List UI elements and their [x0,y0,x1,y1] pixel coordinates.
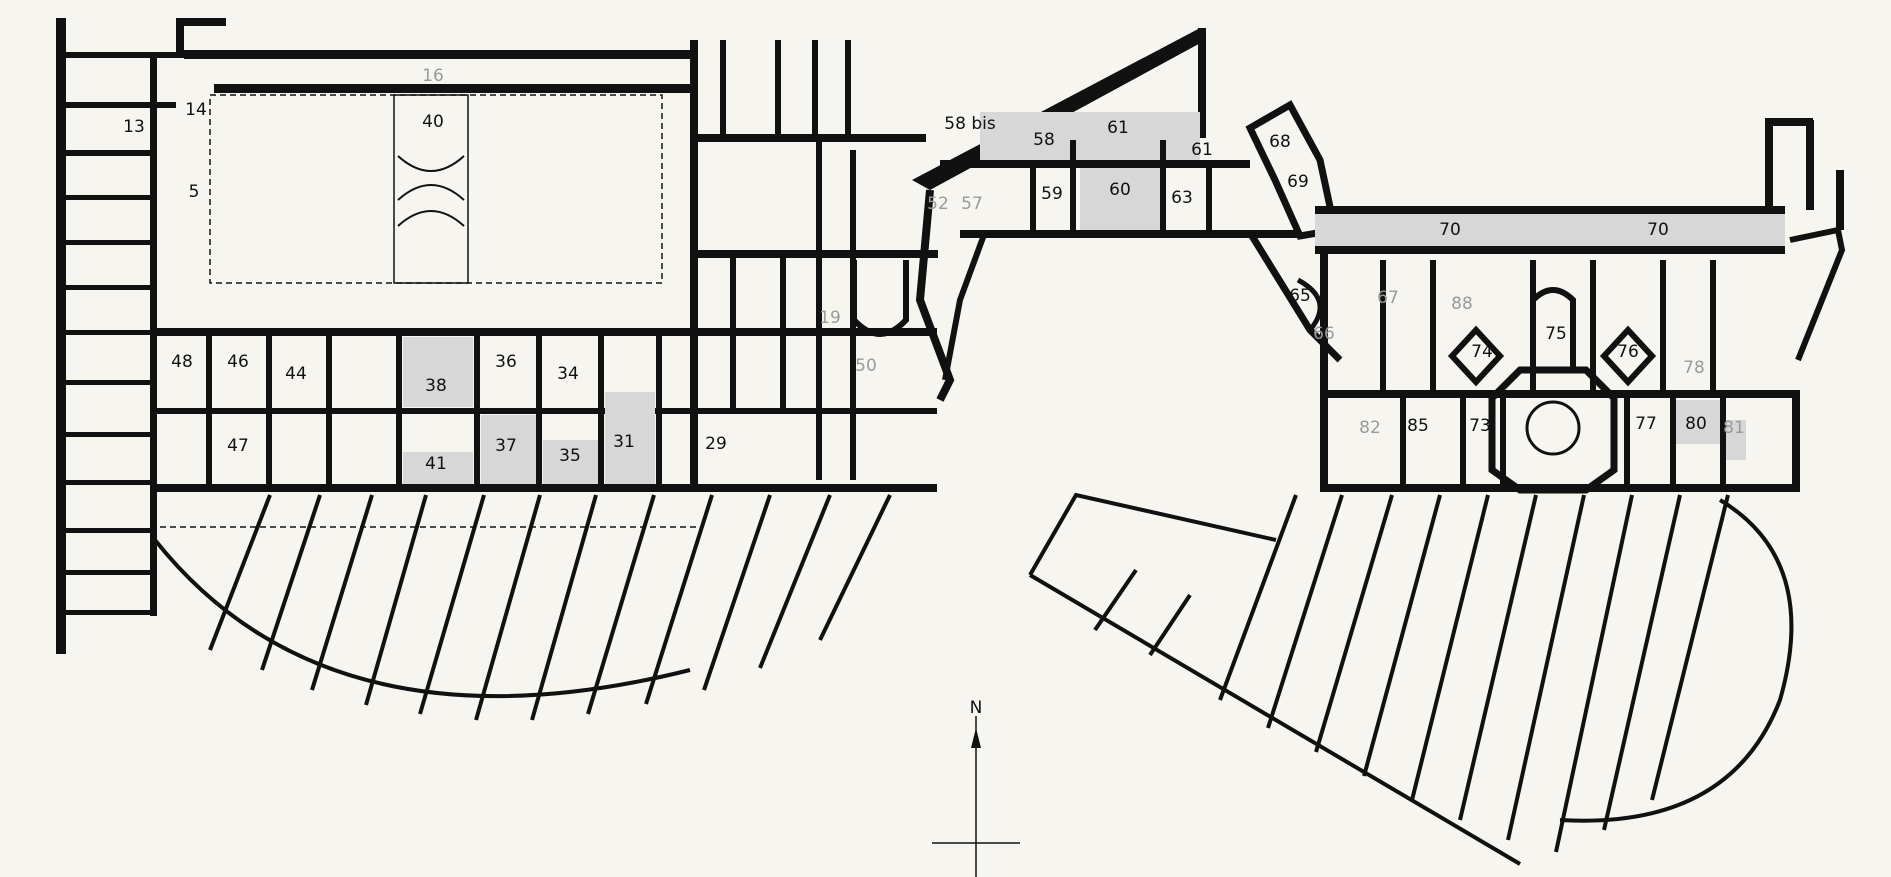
room-label-66: 66 [1313,324,1335,344]
room-label-61-b: 61 [1191,140,1213,160]
room-label-46: 46 [227,352,249,372]
west-wing [56,18,938,721]
room-label-34: 34 [557,364,579,384]
room-label-63: 63 [1171,188,1193,208]
room-label-37: 37 [495,436,517,456]
room-label-68: 68 [1269,132,1291,152]
room-label-67: 67 [1377,288,1399,308]
room-label-70-b: 70 [1647,220,1669,240]
room-label-48: 48 [171,352,193,372]
room-label-60: 60 [1109,180,1131,200]
room-label-74: 74 [1471,342,1493,362]
room-label-76: 76 [1617,342,1639,362]
room-label-41: 41 [425,454,447,474]
room-label-36: 36 [495,352,517,372]
room-label-35: 35 [559,446,581,466]
room-label-38: 38 [425,376,447,396]
room-label-16: 16 [422,66,444,86]
room-label-29: 29 [705,434,727,454]
room-label-85: 85 [1407,416,1429,436]
room-label-31: 31 [613,432,635,452]
room-label-80: 80 [1685,414,1707,434]
north-arrow: N [932,698,1020,877]
north-label: N [970,698,983,718]
room-label-61-a: 61 [1107,118,1129,138]
room-label-44: 44 [285,364,307,384]
room-label-58: 58 [1033,130,1055,150]
room-label-65: 65 [1289,286,1311,306]
room-label-77: 77 [1635,414,1657,434]
room-label-78: 78 [1683,358,1705,378]
room-label-73: 73 [1469,416,1491,436]
room-label-13: 13 [123,117,145,137]
central-wing [912,28,1343,402]
room-label-81: 81 [1723,418,1745,438]
room-label-70-a: 70 [1439,220,1461,240]
room-label-59: 59 [1041,184,1063,204]
room-label-82: 82 [1359,418,1381,438]
room-label-52: 52 [927,194,949,214]
room-label-69: 69 [1287,172,1309,192]
room-labels: 13 14 5 40 16 48 46 44 47 38 41 36 34 37… [123,66,1745,474]
east-wing [1028,118,1846,866]
room-label-14: 14 [185,100,207,120]
room-label-88: 88 [1451,294,1473,314]
room-label-47: 47 [227,436,249,456]
room-label-5: 5 [189,182,200,202]
room-label-50: 50 [855,356,877,376]
room-label-75: 75 [1545,324,1567,344]
room-label-57: 57 [961,194,983,214]
room-label-40: 40 [422,112,444,132]
room-label-19: 19 [819,308,841,328]
room-label-58-bis: 58 bis [944,114,996,134]
